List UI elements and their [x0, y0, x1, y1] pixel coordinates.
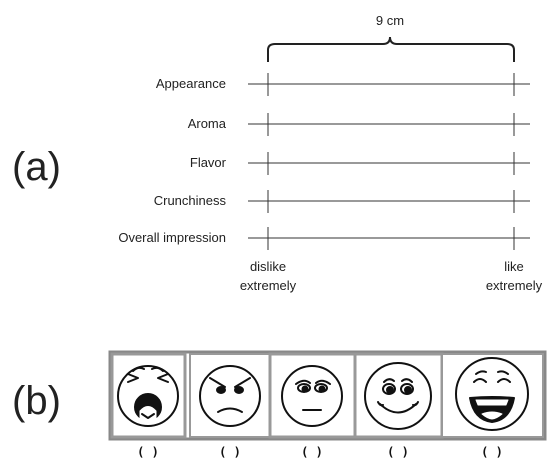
face-choice-1[interactable]: ( )	[137, 445, 159, 459]
right-anchor-label-line1: like	[504, 259, 524, 274]
scale-row-crunchiness: Crunchiness	[154, 190, 530, 213]
face-choice-3[interactable]: ( )	[301, 445, 323, 459]
neutral-face-icon	[281, 365, 343, 427]
angry-face-icon	[199, 365, 261, 427]
left-anchor-label-line1: dislike	[250, 259, 286, 274]
face-cell	[189, 353, 271, 438]
crying-face-icon	[117, 365, 179, 427]
left-anchor-label-line2: extremely	[240, 278, 297, 293]
right-anchor-label-line2: extremely	[486, 278, 543, 293]
face-choice-2[interactable]: ( )	[219, 445, 241, 459]
part-a-label: (a)	[12, 145, 61, 189]
scale-row-overall-impression: Overall impression	[118, 227, 530, 250]
span-bracket	[267, 36, 515, 62]
attribute-label: Flavor	[190, 155, 227, 170]
span-label: 9 cm	[376, 13, 404, 28]
smiling-face-icon	[364, 362, 432, 430]
face-choice-4[interactable]: ( )	[387, 445, 409, 459]
scale-row-flavor: Flavor	[190, 152, 530, 175]
scale-row-aroma: Aroma	[188, 113, 530, 136]
face-cell	[441, 353, 544, 438]
face-choice-5[interactable]: ( )	[481, 445, 503, 459]
scale-row-appearance: Appearance	[156, 73, 530, 96]
laughing-face-icon	[455, 357, 529, 431]
part-b-label: (b)	[12, 379, 61, 423]
face-cell	[268, 352, 357, 439]
attribute-label: Aroma	[188, 116, 227, 131]
attribute-label: Overall impression	[118, 230, 226, 245]
attribute-label: Appearance	[156, 76, 226, 91]
attribute-label: Crunchiness	[154, 193, 227, 208]
face-cell	[353, 352, 444, 439]
